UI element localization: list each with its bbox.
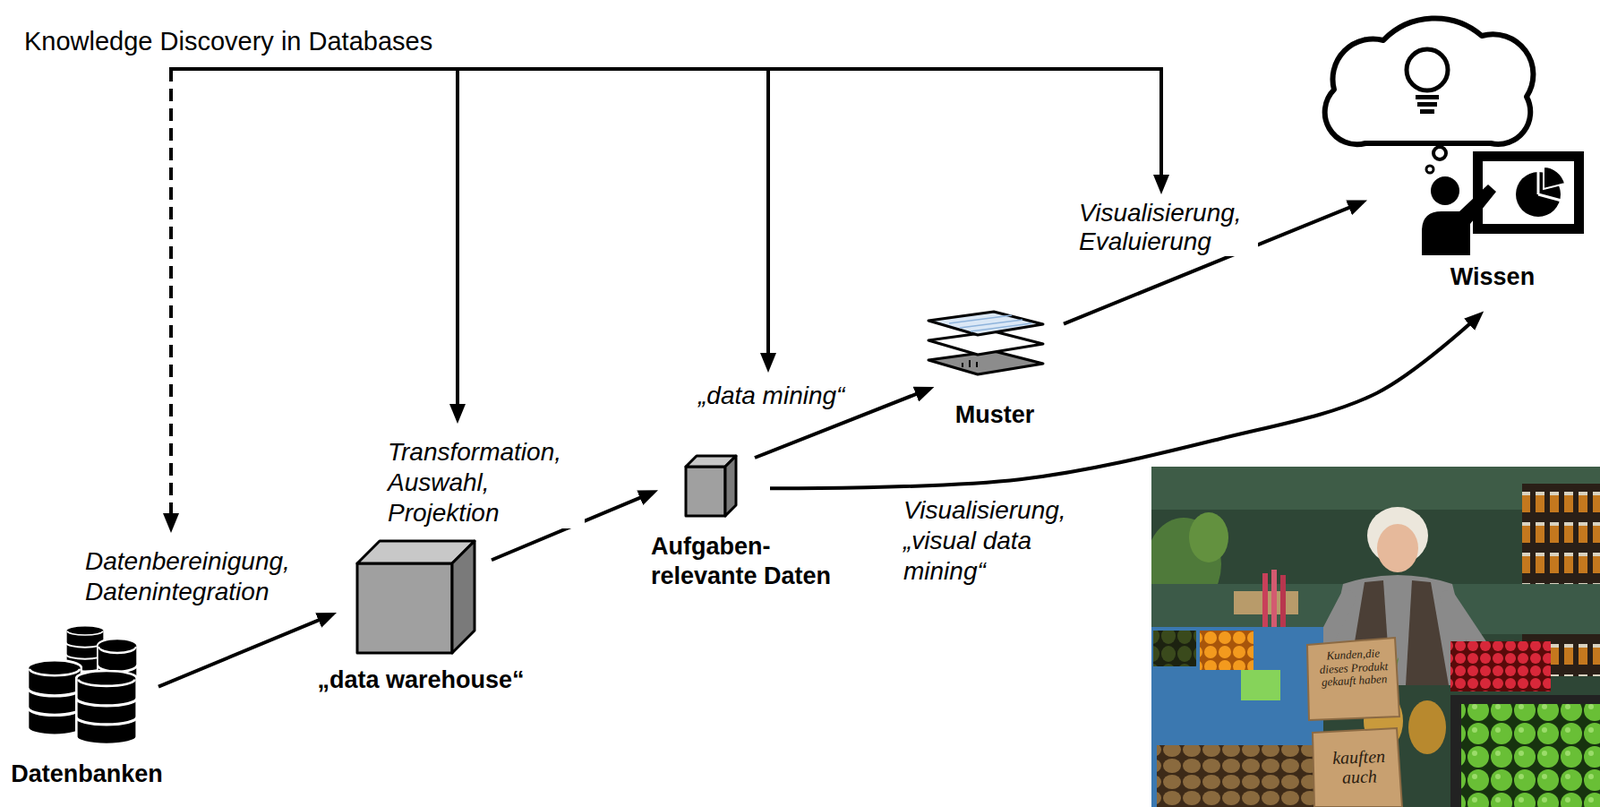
node-label: Muster: [955, 400, 1036, 430]
warehouse-cube: [357, 540, 475, 653]
database-cylinder: [76, 670, 137, 745]
cardboard-sign: [1312, 727, 1403, 807]
grid-lines: [949, 315, 1032, 332]
pattern-layers-icon: [928, 311, 1044, 375]
kiwis: [1156, 744, 1315, 807]
sign-text: Kunden,die dieses Produkt gekauft haben: [1311, 646, 1396, 690]
icon-node: „data warehouse“: [357, 540, 475, 653]
node-label: Aufgaben- relevante Daten: [650, 531, 853, 591]
database-cylinder: [27, 659, 82, 736]
icon-node: Datenbanken: [25, 617, 138, 745]
bar-marks: [962, 359, 977, 368]
cube-front: [357, 563, 453, 653]
layer-sheet: [928, 311, 1044, 335]
flow-arrow: [158, 615, 331, 687]
lightbulb-base: [1420, 109, 1435, 114]
step-label: Visualisierung, „visual data mining“: [903, 495, 1097, 587]
connector-group: [158, 203, 1479, 687]
knowledge-icon: [1325, 17, 1584, 256]
limes: [1461, 703, 1600, 807]
cube-front: [685, 466, 726, 516]
flow-arrow: [770, 316, 1479, 488]
flow-arrow: [491, 492, 652, 560]
bracket-arrow: [766, 68, 771, 366]
database-icon: [27, 625, 137, 745]
price-card: [1240, 669, 1281, 701]
person-body: [1421, 184, 1497, 256]
flow-arrow: [1063, 203, 1361, 325]
bracket-line: [169, 67, 1164, 71]
node-label: „data warehouse“: [316, 665, 524, 695]
face: [1377, 523, 1419, 573]
pineapple: [1408, 700, 1446, 754]
lightbulb: [1406, 49, 1448, 91]
thought-bubble: [1433, 146, 1446, 160]
icon-node: Muster: [928, 311, 1044, 380]
process-bracket: [169, 68, 1164, 526]
oranges: [1199, 630, 1254, 670]
pie-slice: [1543, 166, 1566, 189]
flow-arrow: [754, 389, 928, 458]
lightbulb-base: [1415, 94, 1439, 100]
icon-node: Aufgaben- relevante Daten: [685, 455, 736, 516]
cube-side: [452, 540, 475, 653]
lightbulb-base: [1417, 102, 1438, 107]
step-label: Transformation, Auswahl, Projektion: [387, 436, 585, 529]
step-label: Visualisierung, Evaluierung: [1078, 198, 1258, 257]
step-label: „data mining“: [698, 380, 845, 411]
plant: [1189, 512, 1229, 563]
cube-side: [725, 455, 736, 516]
small-cube: [685, 455, 736, 516]
dark-crate: [1450, 694, 1600, 807]
market-photo: [1151, 466, 1600, 807]
avocados: [1153, 630, 1197, 667]
person-head: [1430, 176, 1460, 206]
cardboard-sign: [1307, 637, 1400, 720]
sign-text: kauften auch: [1320, 745, 1397, 788]
thought-cloud: [1325, 17, 1534, 145]
icon-node: Wissen: [1423, 151, 1583, 256]
thought-bubble: [1426, 165, 1434, 173]
strawberries: [1450, 641, 1551, 692]
bracket-arrow-dashed: [169, 68, 173, 526]
board-surface: [1482, 161, 1575, 224]
step-label: Datenbereinigung, Datenintegration: [85, 546, 318, 608]
bracket-arrow: [455, 68, 460, 417]
diagram-title: Knowledge Discovery in Databases: [24, 26, 433, 57]
bracket-arrow: [1159, 68, 1164, 188]
node-label: Wissen: [1450, 262, 1535, 292]
blue-crate: [1151, 626, 1324, 807]
node-label: Datenbanken: [10, 759, 163, 789]
photo-wall: [1151, 466, 1600, 807]
